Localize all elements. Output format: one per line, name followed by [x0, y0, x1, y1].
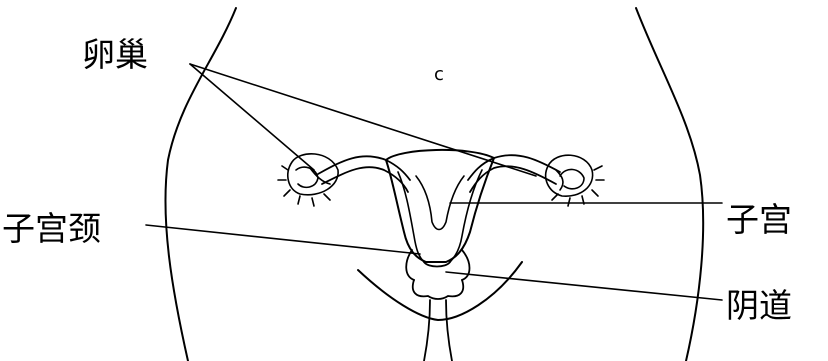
vagina	[413, 280, 463, 299]
pelvic-curve	[358, 262, 522, 320]
label-cervix: 子宫颈	[2, 212, 101, 245]
body-outline-right	[636, 8, 703, 361]
label-ovary: 卵巢	[82, 38, 148, 71]
uterus-wall-right	[450, 170, 482, 262]
leader-ovary-right	[190, 64, 536, 176]
fallopian-tube-left-inner	[322, 167, 408, 192]
label-uterus: 子宫	[726, 203, 792, 236]
vaginal-canal	[424, 300, 452, 361]
leader-cervix	[146, 225, 420, 254]
label-vagina: 阴道	[726, 289, 792, 322]
leader-ovary-left	[190, 64, 314, 170]
ovary-right	[546, 155, 604, 206]
leader-vagina	[446, 272, 722, 300]
uterus-body	[386, 150, 494, 262]
body-outline-left	[165, 8, 236, 361]
marker-c: c	[434, 66, 444, 84]
